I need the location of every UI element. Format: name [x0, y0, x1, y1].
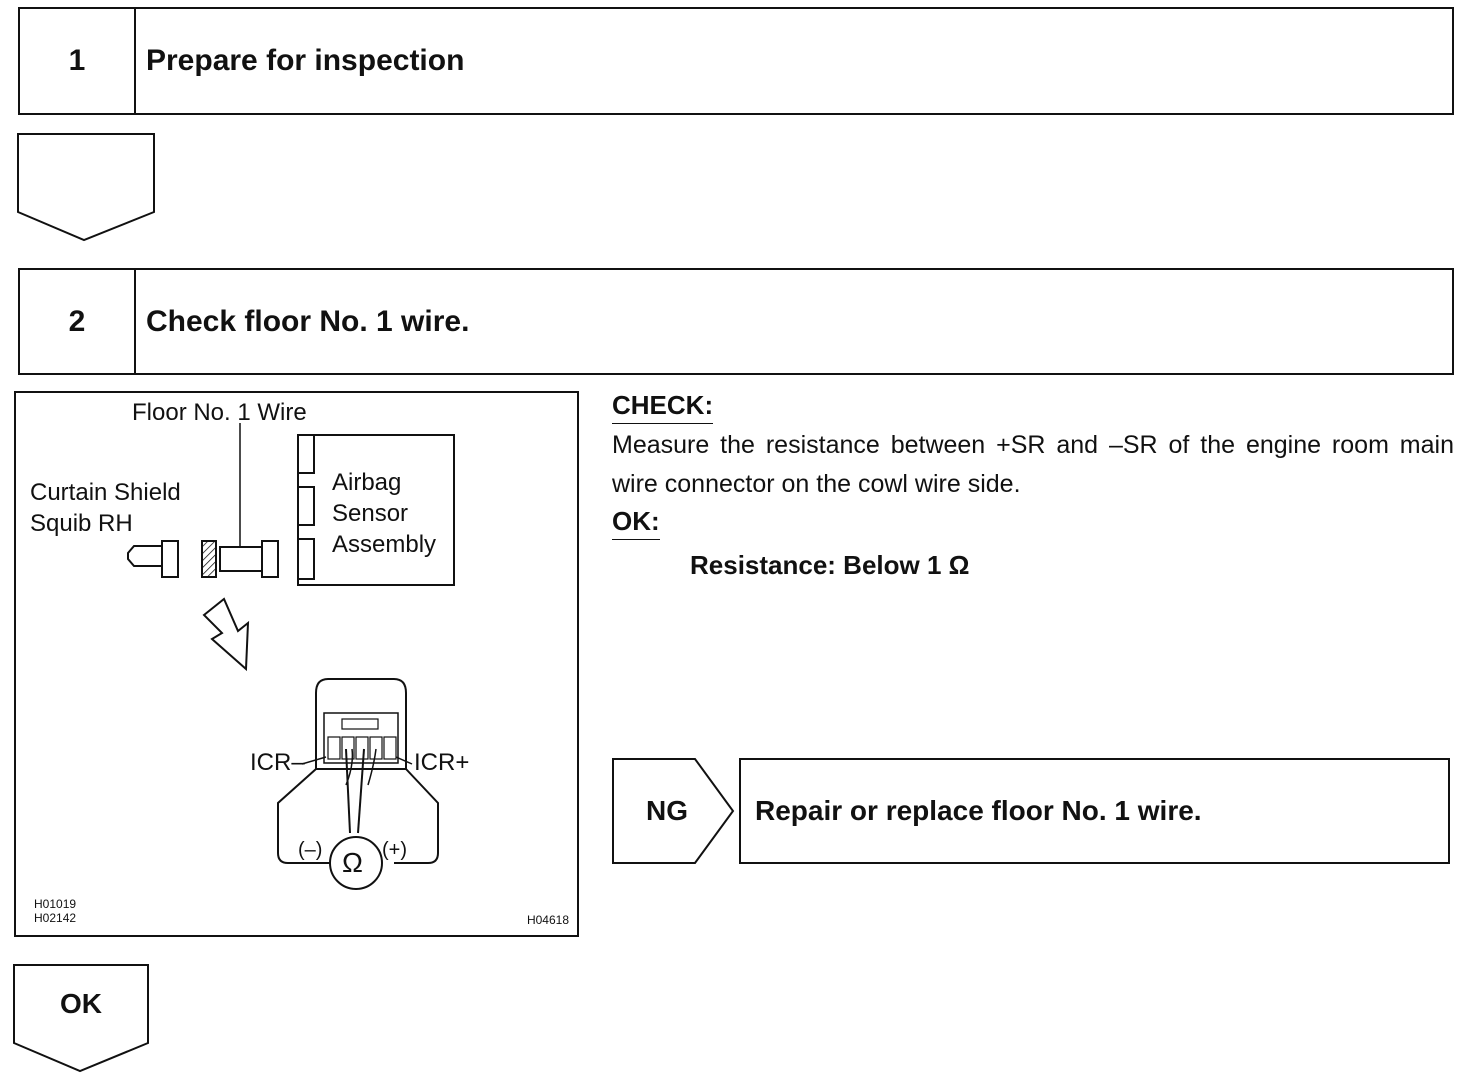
figure-code-3: H04618 [526, 913, 569, 927]
label-icr-minus: ICR– [250, 749, 305, 776]
step-1-title: Prepare for inspection [146, 44, 465, 77]
check-section: CHECK: Measure the resistance between +S… [612, 388, 1454, 581]
meter-minus-terminal: (–) [298, 839, 323, 861]
step-1-number: 1 [20, 9, 136, 113]
ok-arrow-label: OK [60, 988, 102, 1019]
label-icr-plus: ICR+ [414, 749, 470, 776]
step-2-box: 2 Check floor No. 1 wire. [18, 268, 1454, 375]
ng-action-box: Repair or replace floor No. 1 wire. [739, 758, 1450, 864]
figure-code-2: H02142 [34, 911, 77, 925]
step-1-box: 1 Prepare for inspection [18, 7, 1454, 115]
wiring-diagram-figure: Floor No. 1 Wire Curtain Shield Squib RH… [14, 391, 579, 937]
label-squib-line-1: Curtain Shield [30, 479, 181, 506]
label-squib-line-2: Squib RH [30, 510, 133, 537]
meter-plus-terminal: (+) [382, 839, 407, 861]
resistance-spec: Resistance: Below 1 Ω [690, 550, 970, 580]
wiring-diagram-drawing [127, 423, 455, 890]
ok-heading: OK: [612, 504, 660, 540]
label-sensor-line-2: Sensor [332, 500, 409, 527]
ohm-symbol-icon: Ω [342, 847, 363, 878]
ng-label: NG [646, 795, 688, 826]
ng-action-text: Repair or replace floor No. 1 wire. [755, 795, 1202, 826]
figure-code-1: H01019 [34, 897, 77, 911]
step-2-number: 2 [20, 270, 136, 373]
step-2-title: Check floor No. 1 wire. [146, 304, 470, 338]
label-sensor-line-1: Airbag [332, 469, 402, 496]
ok-arrow-down-icon [13, 964, 149, 1073]
check-heading: CHECK: [612, 388, 714, 424]
flow-arrow-down-icon [17, 133, 155, 242]
check-instructions: Measure the resistance between +SR and –… [612, 431, 1454, 498]
ng-arrow-right-icon [612, 758, 735, 864]
label-sensor-line-3: Assembly [332, 531, 437, 558]
label-floor-wire: Floor No. 1 Wire [132, 399, 307, 426]
